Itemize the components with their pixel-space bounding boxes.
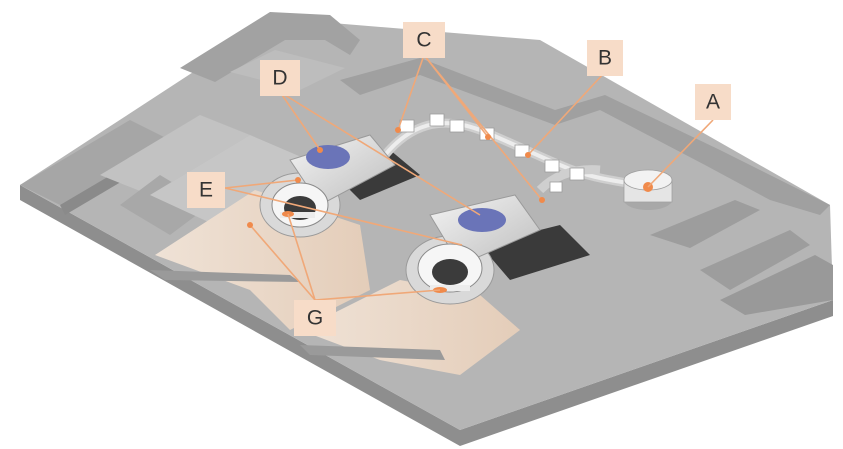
label-c-text: C bbox=[416, 29, 431, 52]
label-e: E bbox=[187, 172, 225, 208]
leader-lines bbox=[224, 54, 714, 301]
gantry-1 bbox=[259, 134, 396, 238]
label-g-text: G bbox=[307, 307, 323, 330]
label-c: C bbox=[403, 22, 445, 58]
label-d: D bbox=[260, 60, 300, 96]
cyclotron bbox=[623, 169, 673, 210]
label-b: B bbox=[587, 40, 623, 76]
label-a: A bbox=[695, 84, 731, 120]
label-e-text: E bbox=[199, 179, 213, 202]
label-d-text: D bbox=[272, 67, 287, 90]
label-b-text: B bbox=[598, 47, 612, 70]
beamline bbox=[381, 113, 641, 194]
gantry-2 bbox=[405, 194, 541, 305]
label-g: G bbox=[294, 300, 336, 336]
label-a-text: A bbox=[706, 91, 720, 114]
building-slab bbox=[20, 12, 833, 446]
target-dots bbox=[247, 127, 545, 228]
